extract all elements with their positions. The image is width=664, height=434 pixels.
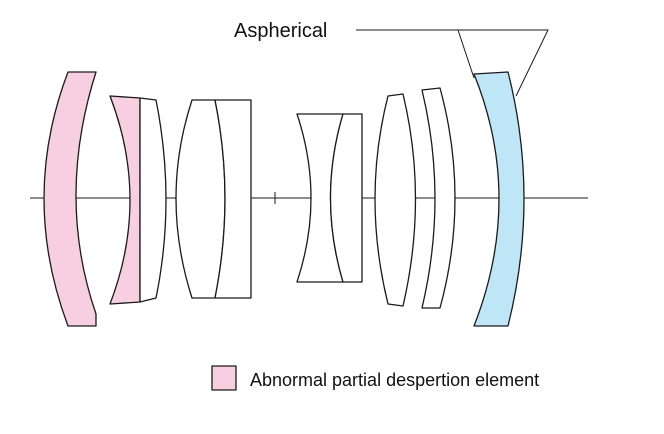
lens-element-1 — [43, 71, 97, 327]
lens-element-10-aspherical — [473, 71, 525, 327]
aspherical-label: Aspherical — [234, 20, 327, 42]
lens-element-7 — [329, 113, 363, 283]
lens-element-8 — [374, 93, 417, 307]
lens-element-9 — [421, 87, 456, 309]
lens-element-3 — [139, 97, 167, 303]
legend-label: Abnormal partial despertion element — [250, 370, 539, 390]
lens-element-5 — [214, 99, 252, 299]
lens-element-4 — [175, 99, 226, 299]
legend-swatch — [211, 365, 237, 391]
lens-element-2 — [109, 95, 141, 305]
aspherical-leader-line — [356, 29, 549, 97]
